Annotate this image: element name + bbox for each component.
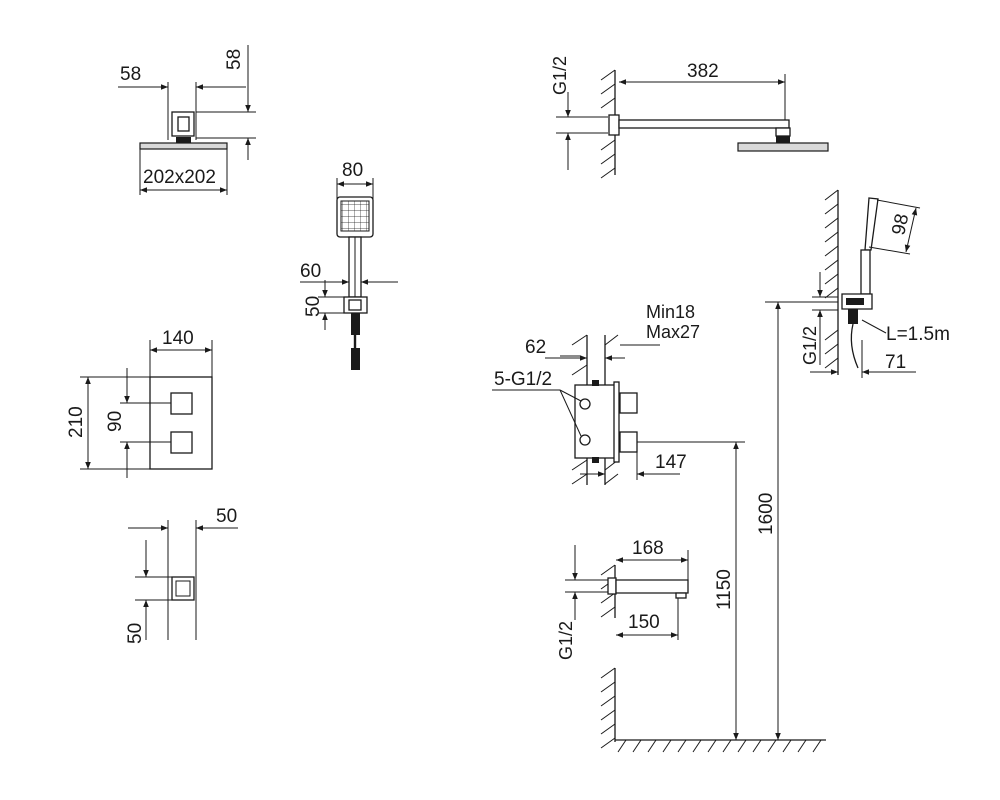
shower-arm-view: G1/2 382 bbox=[550, 56, 829, 179]
valve-height-label: 210 bbox=[66, 406, 87, 438]
spout-thread-label: G1/2 bbox=[556, 621, 576, 660]
valve-box-view: 62 Min18 Max27 5-G1/2 147 bbox=[492, 302, 745, 485]
hose-proj-label: 71 bbox=[885, 352, 906, 373]
box-depth-label: 62 bbox=[525, 337, 546, 358]
spout-length-label: 168 bbox=[632, 538, 664, 559]
arm-height-floor-label: 1600 bbox=[756, 493, 777, 535]
spout-reach-label: 150 bbox=[628, 612, 660, 633]
valve-proj-label: 147 bbox=[655, 452, 687, 473]
hand-head-label: 98 bbox=[888, 212, 913, 237]
hose-thread-label: G1/2 bbox=[800, 326, 820, 365]
hand-bracket-label: 60 bbox=[300, 261, 321, 282]
hand-holder-view: 98 G1/2 L=1.5m 71 bbox=[765, 189, 950, 378]
valve-plate-view: 140 210 90 bbox=[66, 328, 213, 478]
valve-ports-label: 5-G1/2 bbox=[494, 369, 552, 390]
hose-length-label: L=1.5m bbox=[886, 324, 950, 345]
rain-height-label: 58 bbox=[224, 49, 245, 70]
valve-width-label: 140 bbox=[162, 328, 194, 349]
outlet-width-label: 50 bbox=[216, 506, 237, 527]
rain-head-view: 58 58 202x202 bbox=[118, 45, 256, 195]
valve-height-floor-label: 1150 bbox=[714, 569, 735, 610]
valve-pitch-label: 90 bbox=[105, 411, 126, 432]
floor-view: 1150 1600 bbox=[600, 302, 826, 753]
arm-thread-label: G1/2 bbox=[550, 56, 570, 95]
depth-min-label: Min18 bbox=[646, 302, 695, 322]
hand-width-label: 80 bbox=[342, 160, 363, 181]
rain-width-label: 58 bbox=[120, 64, 141, 85]
arm-length-label: 382 bbox=[687, 61, 719, 82]
hand-outlet-label: 50 bbox=[303, 296, 324, 317]
depth-max-label: Max27 bbox=[646, 322, 700, 342]
spout-view: 168 G1/2 150 bbox=[556, 538, 689, 660]
hand-shower-view: 80 60 50 bbox=[300, 160, 398, 370]
outlet-height-label: 50 bbox=[125, 623, 146, 644]
wall-outlet-view: 50 50 bbox=[125, 506, 238, 644]
rain-size-label: 202x202 bbox=[143, 167, 216, 188]
